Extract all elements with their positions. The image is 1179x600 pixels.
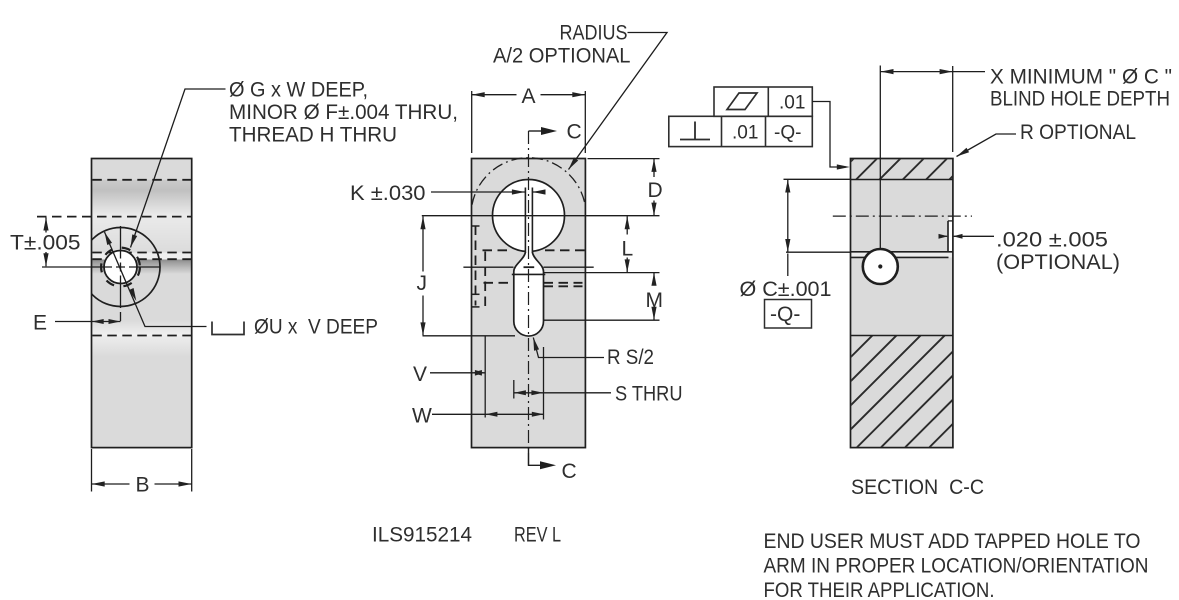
- svg-text:-Q-: -Q-: [770, 303, 800, 326]
- svg-text:B: B: [136, 474, 150, 497]
- svg-text:J: J: [417, 272, 428, 295]
- svg-text:D: D: [648, 179, 663, 202]
- svg-text:MINOR Ø F±.004 THRU,: MINOR Ø F±.004 THRU,: [229, 101, 458, 124]
- svg-text:THREAD H THRU: THREAD H THRU: [229, 124, 397, 147]
- svg-text:Ø G x W DEEP,: Ø G x W DEEP,: [229, 79, 368, 102]
- svg-text:BLIND HOLE DEPTH: BLIND HOLE DEPTH: [990, 88, 1170, 111]
- svg-text:.01: .01: [779, 93, 805, 114]
- svg-text:E: E: [33, 312, 47, 335]
- svg-text:A: A: [522, 85, 536, 108]
- svg-text:S THRU: S THRU: [615, 383, 683, 406]
- svg-text:L: L: [622, 238, 634, 261]
- svg-text:.01: .01: [732, 123, 758, 144]
- svg-text:RADIUS: RADIUS: [560, 22, 628, 45]
- svg-text:C: C: [562, 460, 577, 483]
- svg-text:V: V: [413, 363, 427, 386]
- svg-text:Ø C±.001: Ø C±.001: [740, 278, 832, 301]
- svg-text:X MINIMUM " Ø C ": X MINIMUM " Ø C ": [990, 66, 1172, 89]
- svg-text:-Q-: -Q-: [774, 123, 801, 144]
- svg-text:.020 ±.005: .020 ±.005: [996, 229, 1108, 252]
- svg-text:R OPTIONAL: R OPTIONAL: [1020, 121, 1136, 144]
- svg-text:C: C: [567, 121, 582, 144]
- svg-text:(OPTIONAL): (OPTIONAL): [996, 251, 1120, 274]
- svg-text:ILS915214: ILS915214: [372, 524, 472, 547]
- svg-text:FOR THEIR APPLICATION.: FOR THEIR APPLICATION.: [764, 579, 995, 600]
- svg-text:SECTION C-C: SECTION C-C: [851, 476, 984, 499]
- svg-text:M: M: [646, 289, 664, 312]
- svg-text:K ±.030: K ±.030: [350, 182, 426, 205]
- svg-text:T±.005: T±.005: [10, 232, 81, 255]
- svg-text:END USER MUST ADD TAPPED HOLE: END USER MUST ADD TAPPED HOLE TO: [764, 530, 1141, 553]
- svg-text:ARM IN PROPER LOCATION/ORIENTA: ARM IN PROPER LOCATION/ORIENTATION: [764, 555, 1149, 578]
- svg-text:R S/2: R S/2: [607, 346, 654, 369]
- svg-text:W: W: [412, 405, 432, 428]
- svg-text:A/2 OPTIONAL: A/2 OPTIONAL: [493, 45, 631, 68]
- svg-text:REV L: REV L: [514, 524, 561, 547]
- svg-text:ØU x V DEEP: ØU x V DEEP: [254, 316, 378, 339]
